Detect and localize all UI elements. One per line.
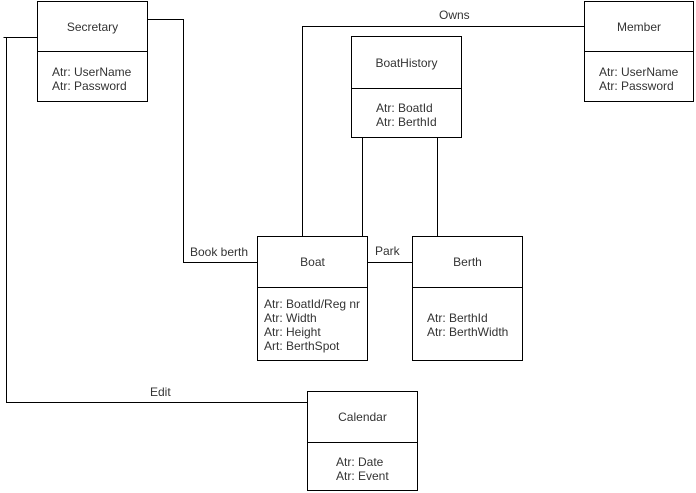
class-calendar[interactable]: Calendar Atr: Date Atr: Event <box>307 391 418 491</box>
owns-connector <box>302 26 584 237</box>
class-boat-title: Boat <box>258 237 367 288</box>
edit-connector <box>3 37 307 403</box>
attribute: Atr: BoatId/Reg nr <box>264 297 361 311</box>
attribute: Atr: BerthId <box>427 311 488 325</box>
attribute: Art: BerthSpot <box>264 339 340 353</box>
book-berth-connector <box>148 19 258 263</box>
relation-label-park: Park <box>375 244 400 258</box>
class-secretary-attributes: Atr: UserName Atr: Password <box>38 52 147 93</box>
class-calendar-title: Calendar <box>308 392 417 443</box>
class-member-title: Member <box>585 2 693 52</box>
class-member-attributes: Atr: UserName Atr: Password <box>585 52 693 93</box>
attribute: Atr: Width <box>264 311 317 325</box>
relation-label-edit: Edit <box>150 385 171 399</box>
class-secretary-title: Secretary <box>38 2 147 52</box>
attribute: Atr: Password <box>599 79 674 93</box>
relation-label-owns: Owns <box>439 8 470 22</box>
class-berth[interactable]: Berth Atr: BerthId Atr: BerthWidth <box>412 236 523 361</box>
class-berth-title: Berth <box>413 237 522 288</box>
class-boat[interactable]: Boat Atr: BoatId/Reg nr Atr: Width Atr: … <box>257 236 368 361</box>
attribute: Atr: Date <box>336 455 384 469</box>
attribute: Atr: BerthWidth <box>427 325 509 339</box>
attribute: Atr: BerthId <box>376 115 437 129</box>
class-boathistory-attributes: Atr: BoatId Atr: BerthId <box>352 89 461 129</box>
class-member[interactable]: Member Atr: UserName Atr: Password <box>584 1 694 102</box>
relation-label-book-berth: Book berth <box>190 245 249 259</box>
attribute: Atr: BoatId <box>376 101 433 115</box>
class-boathistory[interactable]: BoatHistory Atr: BoatId Atr: BerthId <box>351 36 462 138</box>
class-berth-attributes: Atr: BerthId Atr: BerthWidth <box>413 288 522 339</box>
class-boathistory-title: BoatHistory <box>352 37 461 89</box>
attribute: Atr: Height <box>264 325 321 339</box>
attribute: Atr: Event <box>336 469 389 483</box>
attribute: Atr: UserName <box>599 65 679 79</box>
attribute: Atr: Password <box>52 79 127 93</box>
class-calendar-attributes: Atr: Date Atr: Event <box>308 443 417 483</box>
attribute: Atr: UserName <box>52 65 132 79</box>
class-secretary[interactable]: Secretary Atr: UserName Atr: Password <box>37 1 148 102</box>
class-boat-attributes: Atr: BoatId/Reg nr Atr: Width Atr: Heigh… <box>258 288 367 353</box>
